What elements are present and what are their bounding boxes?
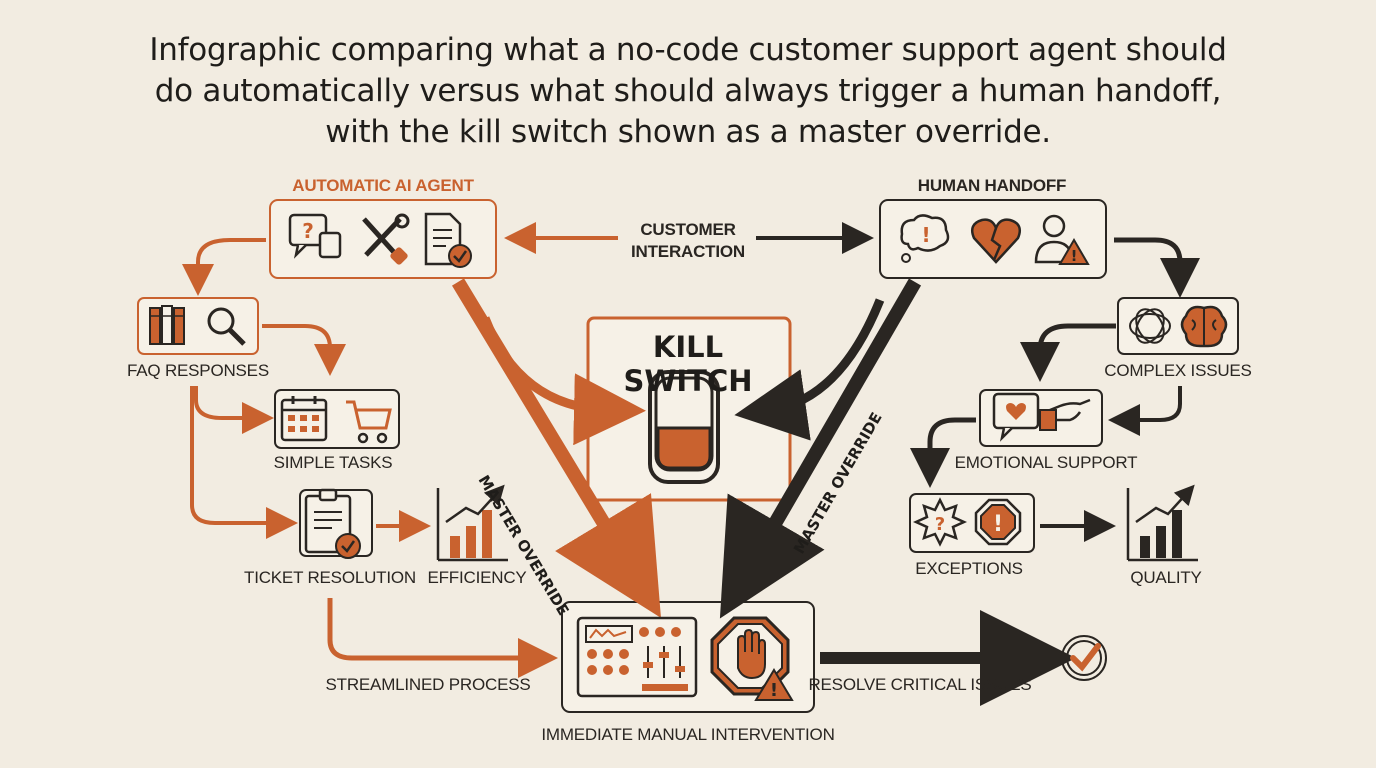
arrow-handoff-to-complex [1114, 237, 1200, 298]
question-chat-icon: ? [288, 213, 342, 259]
knot-icon [1129, 308, 1171, 344]
arrow-complex-to-emotional [1020, 323, 1116, 382]
resolve-critical-label: RESOLVE CRITICAL ISSUES [808, 675, 1032, 694]
arrow-master-override-right [719, 278, 922, 619]
infographic-title: Infographic comparing what a no-code cus… [0, 30, 1376, 153]
customer-interaction-label-2: INTERACTION [631, 242, 745, 261]
arrow-handoff-to-killswitch [734, 298, 885, 441]
arrow-complex-to-support [1108, 386, 1182, 436]
automatic-agent-label: AUTOMATIC AI AGENT [292, 176, 474, 195]
title-line-3: with the kill switch shown as a master o… [325, 114, 1051, 150]
title-line-2: do automatically versus what should alwa… [154, 73, 1222, 109]
stop-hand-icon: ! [710, 616, 794, 701]
title-line-1: Infographic comparing what a no-code cus… [149, 32, 1227, 68]
cart-icon [346, 400, 392, 444]
calendar-icon [280, 396, 328, 442]
customer-interaction-label-1: CUSTOMER [640, 220, 736, 239]
quality-label: QUALITY [1130, 568, 1202, 587]
thought-alert-icon: ! [900, 214, 950, 263]
control-panel-icon [576, 616, 698, 698]
emotional-support-label: EMOTIONAL SUPPORT [954, 453, 1138, 472]
heart-chat-icon [992, 392, 1040, 442]
user-alert-icon: ! [1034, 214, 1090, 265]
helping-hand-icon [1039, 398, 1091, 431]
arrow-master-override-left [452, 278, 661, 618]
svg-text:!: ! [770, 680, 778, 701]
broken-heart-icon [971, 218, 1021, 264]
exceptions-label: EXCEPTIONS [915, 559, 1023, 578]
svg-text:!: ! [921, 223, 930, 247]
efficiency-label: EFFICIENCY [427, 568, 527, 587]
arrow-faq-to-simple [194, 386, 274, 434]
simple-tasks-label: SIMPLE TASKS [273, 453, 393, 472]
arrow-ticket-to-intervention [327, 598, 558, 678]
tools-icon [362, 213, 410, 265]
quality-chart-icon [1126, 484, 1198, 562]
stop-alert-icon: ! [974, 498, 1022, 546]
checkmark-circle-icon [1061, 635, 1107, 681]
streamlined-process-label: STREAMLINED PROCESS [325, 675, 531, 694]
faq-responses-label: FAQ RESPONSES [127, 361, 269, 380]
arrow-agent-to-faq [182, 238, 266, 296]
brain-icon [1180, 305, 1228, 348]
switch-icon [648, 370, 720, 484]
magnifier-icon [207, 307, 246, 346]
question-burst-icon: ? [912, 497, 968, 547]
books-icon [149, 305, 185, 345]
complex-issues-label: COMPLEX ISSUES [1104, 361, 1252, 380]
svg-text:?: ? [935, 514, 945, 535]
arrow-faq-to-tasks [262, 324, 346, 376]
manual-intervention-label: IMMEDIATE MANUAL INTERVENTION [541, 725, 835, 744]
arrow-emotional-to-exceptions [910, 417, 976, 488]
growth-chart-icon [436, 484, 508, 562]
arrow-faq-to-ticket [190, 386, 298, 539]
kill-switch-label: KILL SWITCH [623, 330, 753, 398]
svg-text:?: ? [302, 219, 314, 243]
ticket-resolution-label: TICKET RESOLUTION [244, 568, 416, 587]
clipboard-check-icon [304, 488, 361, 559]
human-handoff-label: HUMAN HANDOFF [917, 176, 1067, 195]
svg-text:!: ! [993, 512, 1003, 537]
document-check-icon [424, 212, 472, 268]
svg-text:!: ! [1071, 247, 1078, 265]
